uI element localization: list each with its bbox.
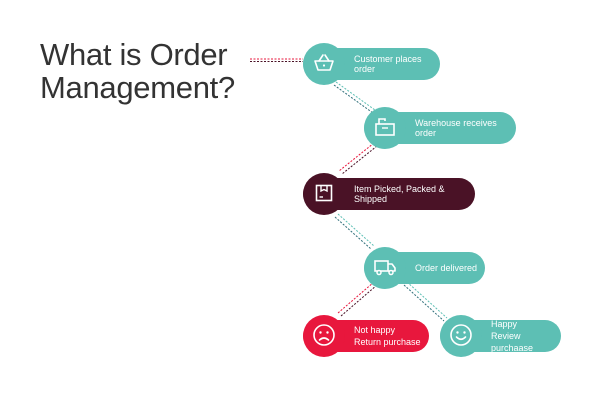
step-circle [364,247,406,289]
outcome-label: Happy Review purchaase [491,318,561,354]
step-label: Order delivered [415,263,478,273]
connector-order-to-warehouse [333,81,376,114]
step-label: Item Picked, Packed & Shipped [354,184,445,204]
outcome-not-happy: Not happy Return purchase [303,315,429,357]
connector-delivered-to-happy [403,281,448,322]
connector-title-to-order [250,58,303,62]
step-circle [364,107,406,149]
step-warehouse-receives-order: Warehouse receives order [364,107,516,149]
title-line-2: Management? [40,70,235,105]
step-order-delivered: Order delivered [364,247,485,289]
package-icon [314,183,334,205]
step-customer-places-order: Customer places order [303,43,440,85]
connector-delivered-to-unhappy [337,281,378,317]
step-label: Customer places order [354,54,422,74]
title-line-1: What is Order [40,37,228,72]
outcome-circle [303,315,345,357]
outcome-circle [440,315,482,357]
step-circle [303,43,345,85]
outcome-label: Not happy Return purchase [354,324,421,348]
step-item-picked-packed-shipped: Item Picked, Packed & Shipped [303,173,475,215]
outcome-line-1: Happy [491,319,518,329]
sad-face-icon [312,323,336,349]
connector-shipped-to-delivered [334,213,375,250]
outcome-happy: Happy Review purchaase [440,315,561,357]
outcome-line-2: Review purchaase [491,331,534,353]
warehouse-icon [373,117,397,139]
connector-warehouse-to-shipped [338,142,378,175]
step-label: Warehouse receives order [415,118,497,138]
step-circle [303,173,345,215]
diagram-title: What is Order Management? [40,38,235,104]
basket-icon [313,53,335,75]
happy-face-icon [449,323,473,349]
outcome-line-2: Return purchase [354,337,421,347]
truck-icon [373,258,397,278]
outcome-line-1: Not happy [354,325,396,335]
